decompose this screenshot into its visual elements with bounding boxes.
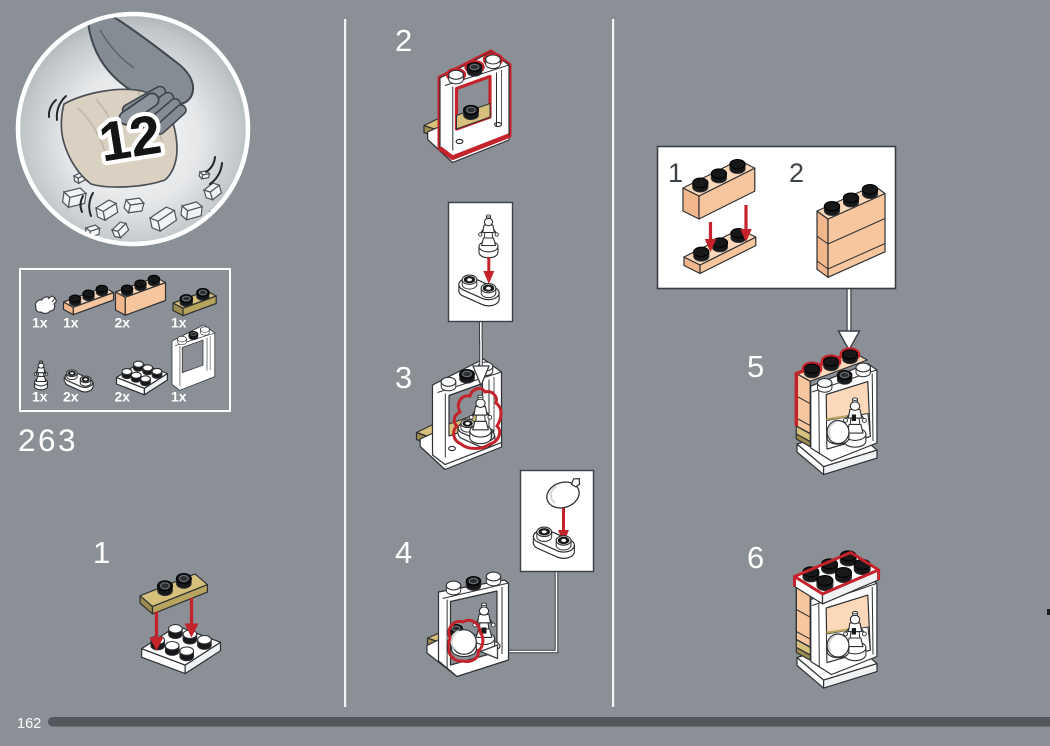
svg-text:1: 1 [668, 158, 683, 188]
svg-text:4: 4 [395, 535, 412, 570]
svg-text:1x: 1x [63, 315, 79, 331]
svg-text:2: 2 [789, 158, 804, 188]
svg-text:3: 3 [395, 360, 412, 395]
svg-text:162: 162 [17, 716, 41, 732]
svg-text:1x: 1x [171, 389, 187, 405]
svg-text:12: 12 [95, 103, 165, 174]
svg-text:5: 5 [747, 349, 764, 384]
svg-text:2x: 2x [115, 389, 131, 405]
svg-text:2: 2 [395, 23, 412, 58]
svg-text:1x: 1x [32, 389, 48, 405]
svg-text:2x: 2x [63, 389, 79, 405]
svg-text:1x: 1x [171, 315, 187, 331]
svg-text:12: 12 [95, 103, 165, 174]
svg-text:6: 6 [747, 540, 764, 575]
svg-text:2x: 2x [115, 315, 131, 331]
svg-text:1: 1 [93, 535, 110, 570]
svg-text:263: 263 [18, 422, 78, 458]
svg-text:1x: 1x [32, 315, 48, 331]
